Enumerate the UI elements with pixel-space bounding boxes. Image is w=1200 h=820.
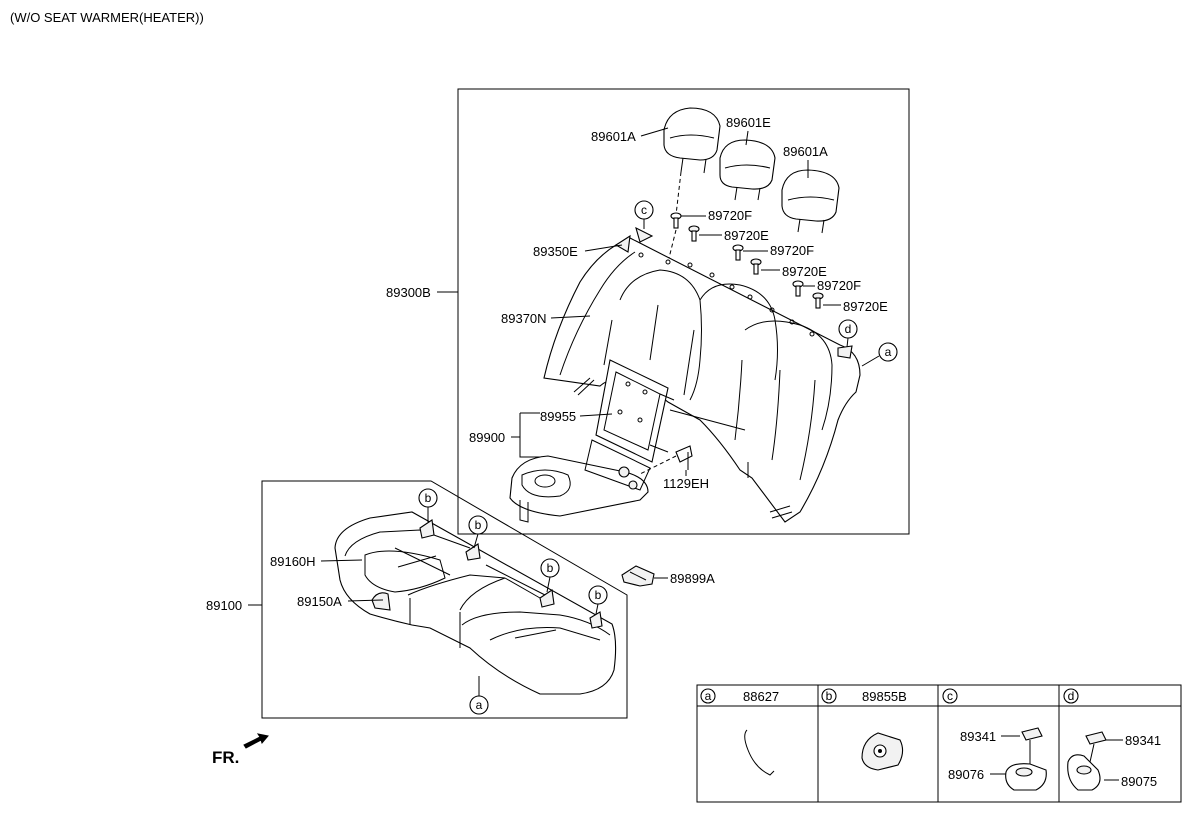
label-guide-6: 89720E [843,299,888,314]
label-bracket: 89899A [670,571,715,586]
legend-cell-b: b 89855B [821,688,907,771]
svg-text:b: b [547,561,554,575]
callout-d: d [838,319,858,348]
armrest[interactable] [509,439,651,523]
armrest-bracket[interactable] [595,359,675,463]
callout-a-cushion: a [469,676,489,715]
headrest-right[interactable] [781,169,840,234]
legend-cell-a: a 88627 [700,688,779,776]
guide-icon[interactable] [792,280,804,297]
guide-icon[interactable] [670,212,682,229]
legend-cell-d: d 89341 89075 [1063,688,1161,791]
svg-text:d: d [845,322,852,336]
label-headrest-right: 89601A [783,144,828,159]
legend-d-sub-2: 89075 [1121,774,1157,789]
front-arrow-icon [243,733,269,749]
label-guide-5: 89720F [817,278,861,293]
label-guide-4: 89720E [782,264,827,279]
legend-cell-c: c 89341 89076 [942,688,1047,791]
seat-cushion[interactable] [334,511,617,695]
bolt-icon[interactable] [675,445,693,470]
label-cushion-hook: 89150A [297,594,342,609]
label-armrest-bracket: 89955 [540,409,576,424]
svg-text:c: c [641,203,647,217]
label-guide-2: 89720E [724,228,769,243]
label-armrest: 89900 [469,430,505,445]
header-note: (W/O SEAT WARMER(HEATER)) [10,10,204,25]
bezel-icon[interactable] [614,234,631,253]
svg-text:FR.: FR. [212,748,239,767]
callout-a-back: a [861,342,898,367]
guide-icon[interactable] [732,244,744,261]
legend-part-a: 88627 [743,689,779,704]
svg-text:b: b [475,518,482,532]
bracket-icon[interactable] [621,565,655,587]
callout-c: c [634,200,654,229]
bracket-d-icon [837,345,853,359]
svg-text:a: a [885,345,892,359]
svg-text:b: b [425,491,432,505]
wire-hook-icon [744,729,775,776]
label-back-cover: 89370N [501,311,547,326]
callout-b-3: b [540,558,560,593]
callout-b-4: b [588,585,608,615]
label-headrest-center: 89601E [726,115,771,130]
headrest-center[interactable] [719,139,776,201]
svg-text:d: d [1068,689,1075,703]
svg-text:c: c [947,689,953,703]
front-indicator: FR. [212,733,269,767]
label-headrest-left: 89601A [591,129,636,144]
bracket-c-icon [635,226,654,243]
alignment-line [667,229,677,263]
back-assembly-frame [457,88,910,535]
label-cushion-assy: 89100 [206,598,242,613]
clip-icon [861,732,904,771]
svg-text:b: b [826,689,833,703]
svg-text:a: a [705,689,712,703]
cushion-assembly-frame [261,480,628,719]
bezel-c-icon [1005,763,1047,791]
label-guide-3: 89720F [770,243,814,258]
guide-icon[interactable] [688,225,700,242]
alignment-line [675,171,682,216]
label-bolt: 1129EH [663,476,709,491]
legend-table: a 88627 b 89855B c 89341 89076 [696,684,1182,803]
legend-part-b: 89855B [862,689,907,704]
pad-icon [1021,727,1043,741]
pad-icon [1085,731,1107,745]
svg-text:b: b [595,588,602,602]
guide-icon[interactable] [812,292,824,309]
legend-c-sub-1: 89341 [960,729,996,744]
seat-back[interactable] [543,237,861,523]
legend-c-sub-2: 89076 [948,767,984,782]
label-back-assy: 89300B [386,285,431,300]
label-guide-1: 89720F [708,208,752,223]
label-cushion-cover: 89160H [270,554,316,569]
callout-b-1: b [418,488,438,522]
guide-icon[interactable] [750,258,762,275]
legend-d-sub-1: 89341 [1125,733,1161,748]
headrest-left[interactable] [663,107,721,174]
svg-text:a: a [476,698,483,712]
callout-b-2: b [468,515,488,549]
label-bezel: 89350E [533,244,578,259]
